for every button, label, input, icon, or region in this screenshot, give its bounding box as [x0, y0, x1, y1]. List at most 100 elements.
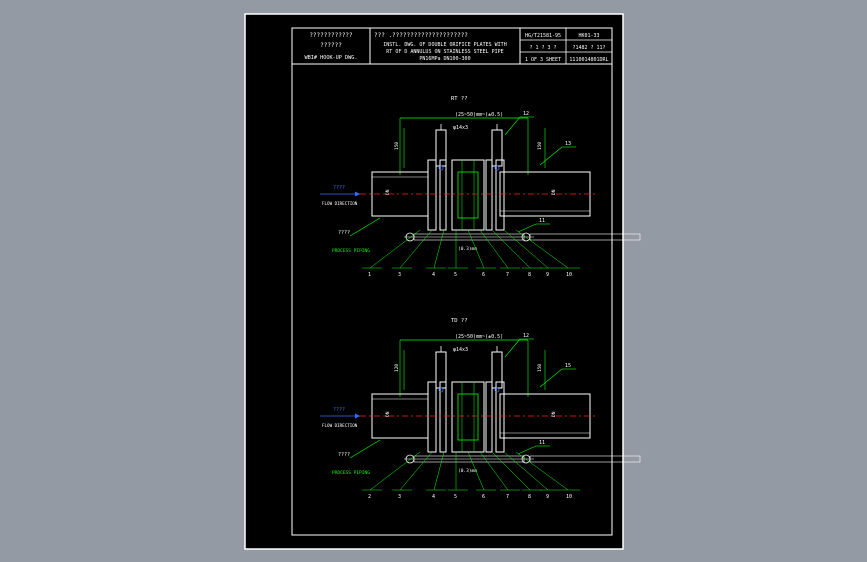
- drawing-line: [369, 451, 421, 491]
- callout-bottom: 3: [398, 494, 401, 500]
- orifice-bore: [457, 171, 479, 219]
- dim-left-vertical: 150: [394, 142, 400, 150]
- tap-marker: [438, 165, 444, 171]
- drawing-line: [433, 451, 445, 491]
- drawing-line: [433, 229, 445, 269]
- callout-bottom: 7: [506, 272, 509, 278]
- title-center-line4: PN16MPa DN100-300: [419, 56, 470, 62]
- drawing-line: [504, 116, 521, 136]
- callout-bottom: 10: [566, 494, 572, 500]
- flange: [485, 381, 493, 453]
- title-center-line2: INSTL. DWG. OF DOUBLE ORIFICE PLATES WIT…: [383, 42, 506, 48]
- sheet-border: [244, 13, 624, 550]
- callout-top: 12: [523, 111, 529, 117]
- callout-top: 11: [539, 218, 545, 224]
- drawing-line: [539, 368, 563, 388]
- orifice-bore: [457, 393, 479, 441]
- title-left-line2: ??????: [320, 42, 342, 49]
- dim-left-vertical: 120: [394, 364, 400, 372]
- drawing-line: [503, 229, 549, 269]
- flow-arrow-icon: [355, 191, 360, 197]
- callout-top: 15: [565, 363, 571, 369]
- drawing-line: [491, 451, 531, 491]
- process-label-cn: ????: [338, 452, 350, 458]
- callout-bottom: 5: [454, 272, 457, 278]
- drawing-line: [503, 451, 549, 491]
- dim-pipe-right: DN: [551, 411, 557, 417]
- title-left-line1: ????????????: [309, 32, 353, 39]
- flange: [485, 159, 493, 231]
- title-ref-code: 1110014801DRL: [569, 57, 608, 63]
- drawing-line: [539, 146, 563, 166]
- title-left-line3: WBI# HOOK-UP DWG.: [304, 55, 357, 61]
- flange: [439, 381, 447, 453]
- drawing-line: [349, 439, 381, 459]
- callout-top: 13: [565, 141, 571, 147]
- view-title: TD ??: [451, 318, 468, 324]
- flow-arrow-icon: [355, 413, 360, 419]
- callout-bottom: 3: [398, 272, 401, 278]
- callout-bottom: 8: [528, 494, 531, 500]
- flow-label: FLOW DIRECTION: [322, 423, 358, 428]
- callout-bottom: 8: [528, 272, 531, 278]
- tap-marker: [494, 387, 500, 393]
- dim-bolt: φ14x3: [453, 347, 468, 353]
- dim-top: (25~50)mm~(±0.5): [455, 112, 503, 118]
- title-ref-cn: ?1482 ? 11?: [572, 45, 605, 51]
- process-label-cn: ????: [338, 230, 350, 236]
- title-std-code: HG/T21581-95: [525, 33, 561, 39]
- drawing-line: [399, 451, 433, 491]
- dim-bore: (0.3)mm: [458, 468, 477, 474]
- flange: [495, 381, 505, 453]
- title-center-line1: ??? .?????????????????????: [374, 32, 468, 39]
- callout-bottom: 2: [368, 494, 371, 500]
- view-title: RT ??: [451, 96, 468, 102]
- drawing-line: [479, 451, 509, 491]
- title-center-line3: RT OF D ANNULUS ON STAINLESS STEEL PIPE: [386, 49, 503, 55]
- drawing-line: [504, 338, 521, 358]
- callout-bottom: 1: [368, 272, 371, 278]
- dim-bolt: φ14x3: [453, 125, 468, 131]
- title-drawing-number: HK01-33: [578, 33, 599, 39]
- flow-label: FLOW DIRECTION: [322, 201, 358, 206]
- drawing-line: [479, 229, 509, 269]
- flow-label-cn: ????: [333, 185, 345, 191]
- drawing-line: [515, 451, 569, 491]
- callout-bottom: 6: [482, 272, 485, 278]
- flow-label-cn: ????: [333, 407, 345, 413]
- process-label: PROCESS PIPING: [332, 470, 370, 476]
- drawing-line: [517, 445, 537, 455]
- dim-pipe-right: DN: [551, 189, 557, 195]
- tap-marker: [438, 387, 444, 393]
- drawing-line: [467, 451, 485, 491]
- dim-right-vertical: 150: [537, 142, 543, 150]
- callout-bottom: 6: [482, 494, 485, 500]
- callout-bottom: 7: [506, 494, 509, 500]
- drawing-line: [515, 229, 569, 269]
- flange: [495, 159, 505, 231]
- callout-top: 11: [539, 440, 545, 446]
- drawing-line: [467, 229, 485, 269]
- dim-bore: (0.3)mm: [458, 246, 477, 252]
- title-block: ???????????? ?????? WBI# HOOK-UP DWG. ??…: [292, 28, 612, 65]
- drawing-line: [349, 217, 381, 237]
- callout-bottom: 9: [546, 272, 549, 278]
- callout-bottom: 10: [566, 272, 572, 278]
- callout-bottom: 4: [432, 494, 435, 500]
- callout-bottom: 4: [432, 272, 435, 278]
- drawing-line: [369, 229, 421, 269]
- dim-pipe-left: DN: [385, 411, 391, 417]
- callout-top: 12: [523, 333, 529, 339]
- callout-bottom: 9: [546, 494, 549, 500]
- tap-marker: [494, 165, 500, 171]
- title-sheet-count: 1 OF 3 SHEET: [525, 57, 561, 63]
- drawing-line: [491, 229, 531, 269]
- drawing-line: [399, 229, 433, 269]
- callout-bottom: 5: [454, 494, 457, 500]
- flange: [439, 159, 447, 231]
- dim-pipe-left: DN: [385, 189, 391, 195]
- drawing-line: [517, 223, 537, 233]
